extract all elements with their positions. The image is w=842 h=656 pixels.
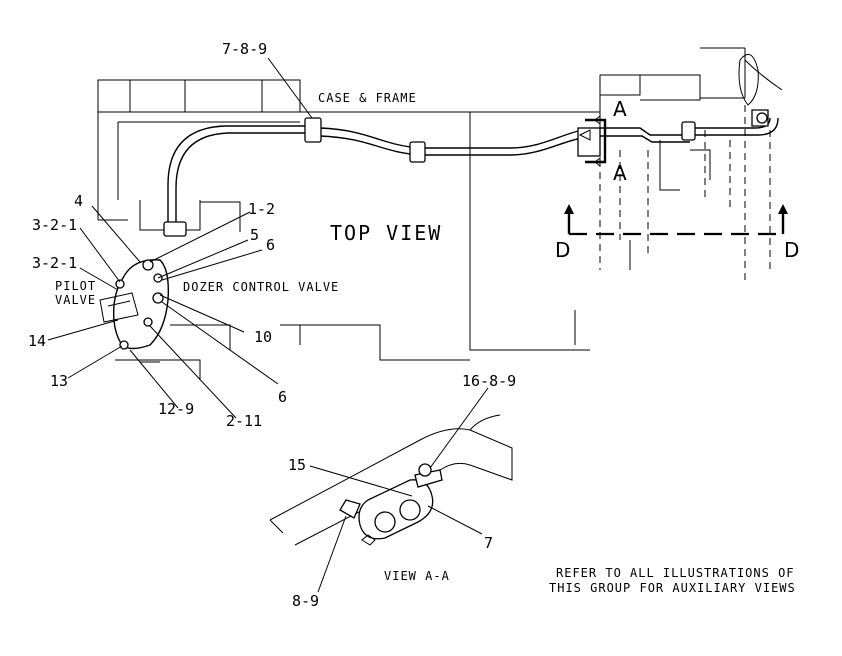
view-a-a-detail (269, 387, 513, 593)
callout-7-8-9: 7-8-9 (222, 40, 267, 58)
callout-16-8-9: 16-8-9 (462, 372, 516, 390)
callout-5: 5 (250, 226, 259, 244)
section-mark-a-lower: A (613, 161, 627, 185)
callout-6-bottom: 6 (278, 388, 287, 406)
callout-3-2-1-top: 3-2-1 (32, 216, 77, 234)
note-line-2: THIS GROUP FOR AUXILIARY VIEWS (549, 581, 796, 595)
dozer-control-valve-label: DOZER CONTROL VALVE (183, 280, 339, 294)
section-mark-d-right: D (784, 238, 799, 262)
section-mark-d-left: D (555, 238, 570, 262)
top-view-title: TOP VIEW (330, 221, 442, 245)
callout-15: 15 (288, 456, 306, 474)
callout-13: 13 (50, 372, 68, 390)
case-frame-outline (97, 47, 783, 380)
callout-8-9: 8-9 (292, 592, 319, 610)
callout-2-11: 2-11 (226, 412, 262, 430)
section-a-bracket (577, 114, 607, 168)
callout-12-9: 12-9 (158, 400, 194, 418)
case-frame-label: CASE & FRAME (318, 91, 417, 105)
line-clamp-right (681, 121, 696, 141)
line-fitting-right (751, 109, 769, 127)
callout-10: 10 (254, 328, 272, 346)
view-a-a-title: VIEW A-A (384, 569, 450, 583)
callout-14: 14 (28, 332, 46, 350)
pilot-valve-label-1: PILOT (55, 279, 96, 293)
callout-1-2: 1-2 (248, 200, 275, 218)
pilot-valve-label-2: VALVE (55, 293, 96, 307)
callout-7: 7 (484, 534, 493, 552)
section-mark-a-upper: A (613, 97, 627, 121)
line-clamp-mid (409, 141, 426, 163)
section-d-line (564, 204, 788, 236)
line-clamp-left-vertical (163, 221, 187, 237)
callout-4: 4 (74, 192, 83, 210)
callout-6-top: 6 (266, 236, 275, 254)
line-clamp-7-8-9 (304, 117, 322, 143)
leader-lines (47, 57, 313, 419)
note-line-1: REFER TO ALL ILLUSTRATIONS OF (556, 566, 795, 580)
dozer-control-valve-assembly (99, 259, 170, 350)
callout-3-2-1-bottom: 3-2-1 (32, 254, 77, 272)
